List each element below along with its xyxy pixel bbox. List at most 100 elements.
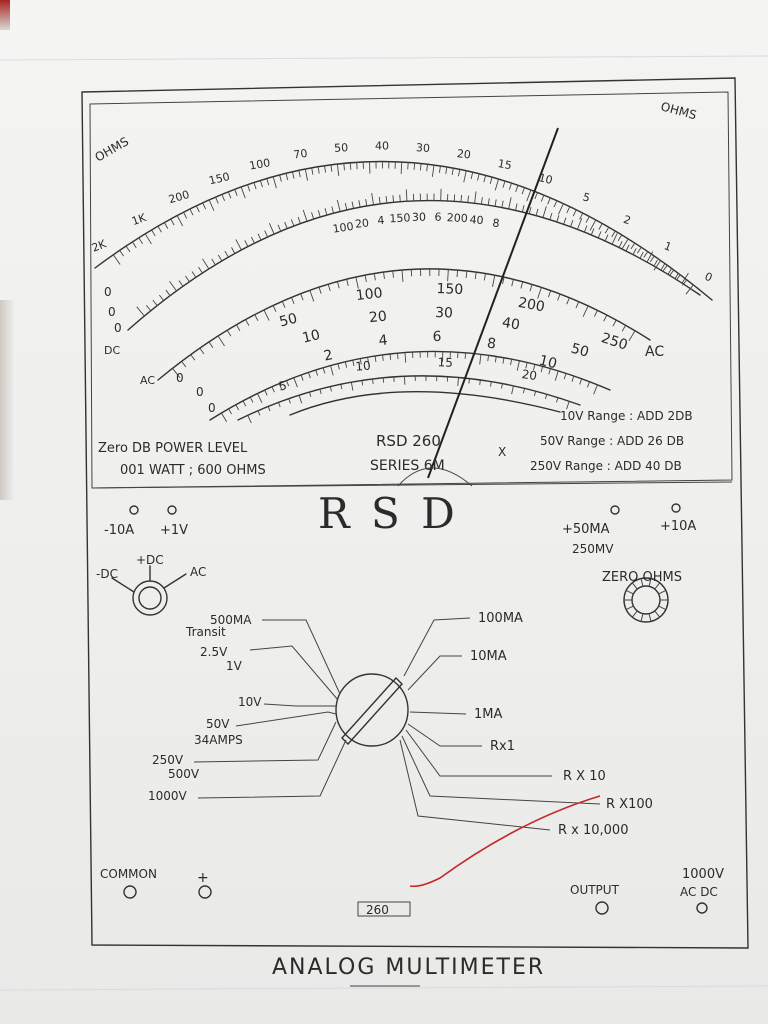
tick-mark — [643, 251, 649, 258]
tick-mark — [224, 250, 229, 258]
tick-mark — [288, 398, 291, 404]
tick-mark — [144, 233, 152, 245]
tick-mark — [309, 290, 315, 302]
jack-plus[interactable] — [198, 885, 212, 899]
tick-mark — [259, 180, 263, 188]
tick-mark — [628, 330, 636, 342]
tick-mark — [244, 240, 249, 247]
tick-mark — [125, 245, 131, 253]
tick-mark — [281, 301, 286, 308]
tick-mark — [372, 378, 374, 384]
tick-mark — [337, 363, 340, 370]
tick-mark — [501, 383, 503, 389]
page-edge-shadow — [0, 300, 14, 500]
jack-250mv-label: 250MV — [572, 542, 614, 556]
tick-mark — [585, 216, 590, 223]
meter-needle — [427, 127, 559, 479]
tick-mark — [557, 293, 561, 301]
tick-mark — [245, 319, 250, 326]
jack-common[interactable] — [123, 885, 137, 899]
test-lead-wire — [409, 795, 601, 888]
tick-mark — [157, 225, 162, 233]
tick-mark — [549, 212, 553, 220]
range-selector-knob[interactable] — [335, 673, 409, 747]
tick-mark — [242, 400, 247, 407]
tick-mark — [508, 182, 512, 190]
tick-mark — [556, 215, 560, 223]
tick-mark — [632, 248, 637, 255]
tick-mark — [330, 365, 334, 376]
tick-mark — [165, 289, 171, 296]
inner-ohm-label: 100 — [332, 220, 355, 236]
inner-ohm-label: 20 — [354, 216, 369, 231]
range-10v: 10V Range : ADD 2DB — [560, 409, 693, 423]
tick-mark — [350, 382, 354, 391]
knob-grip — [640, 578, 644, 587]
tick-mark — [221, 194, 226, 202]
jack-minus-10a[interactable] — [129, 505, 139, 515]
scale-50-label: 30 — [435, 305, 453, 322]
inner-ohm-label: 8 — [492, 216, 500, 230]
ohms-scale-label: 0 — [703, 270, 715, 285]
hv-label: 1000V — [682, 867, 724, 882]
tick-mark — [198, 266, 203, 274]
selector-leader-lines — [193, 617, 601, 831]
tick-mark — [447, 269, 449, 282]
ohms-scale-label: 200 — [167, 188, 191, 206]
tick-mark — [501, 200, 504, 208]
tick-mark — [191, 271, 197, 278]
tick-mark — [364, 274, 367, 283]
tick-mark — [367, 357, 370, 368]
tick-mark — [667, 268, 672, 275]
tick-mark — [494, 199, 497, 207]
tick-mark — [582, 305, 589, 317]
leader-line — [403, 617, 471, 677]
jack-output[interactable] — [595, 901, 609, 915]
sheet-title: ANALOG MULTIMETER — [272, 955, 545, 980]
jack-plus-10a[interactable] — [671, 503, 681, 513]
tick-mark — [272, 305, 277, 312]
polarity-switch[interactable] — [111, 565, 187, 616]
selector-range-label: R X100 — [606, 797, 653, 812]
tick-mark — [479, 354, 482, 365]
tick-mark — [489, 176, 493, 184]
tick-mark — [571, 375, 575, 382]
zero-db-label: Zero DB POWER LEVEL — [98, 441, 248, 456]
tick-mark — [277, 224, 282, 232]
tick-mark — [178, 280, 184, 287]
tick-mark — [579, 378, 583, 385]
tick-mark — [317, 210, 321, 218]
tick-mark — [267, 406, 271, 412]
model-label: RSD 260 — [376, 432, 441, 450]
meter-body-outline — [81, 77, 749, 949]
scale-ticks — [112, 161, 694, 424]
tick-mark — [352, 359, 355, 367]
scale-10-label: 4 — [378, 332, 389, 349]
leader-line — [249, 645, 339, 701]
tick-mark — [494, 178, 500, 191]
tick-mark — [502, 277, 505, 285]
tick-mark — [515, 185, 519, 193]
ohms-scale-label: 5 — [581, 190, 591, 204]
tick-mark — [170, 218, 175, 226]
tick-mark — [556, 397, 559, 403]
needle-pivot — [397, 467, 473, 487]
ruled-lines — [0, 55, 768, 991]
jack-1000v[interactable] — [696, 902, 708, 914]
jack-plus-1v[interactable] — [167, 505, 177, 515]
small-scale-label: 5 — [278, 378, 288, 393]
selector-range-label: 10V — [238, 695, 262, 709]
tick-mark — [290, 219, 295, 227]
tick-mark — [502, 180, 506, 188]
tick-mark — [336, 163, 340, 176]
tick-mark — [525, 362, 528, 369]
tick-mark — [215, 196, 219, 204]
ohms-scale-label: 70 — [293, 147, 308, 162]
tick-mark — [544, 394, 548, 400]
tick-mark — [681, 272, 689, 284]
jack-plus-50ma[interactable] — [610, 505, 620, 515]
zero-ohms-knob[interactable] — [623, 577, 669, 623]
